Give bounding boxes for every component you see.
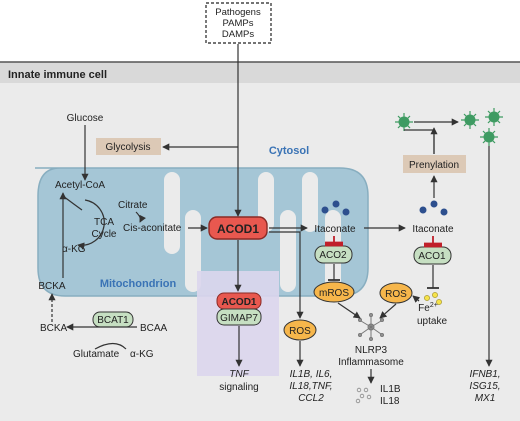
bcaa-label: BCAA	[140, 323, 168, 334]
mito-crista-1	[164, 172, 180, 254]
fe-symbol: Fe	[418, 303, 430, 314]
arrow-fe-to-ros	[412, 295, 421, 303]
fe-uptake-label-2: uptake	[417, 316, 447, 327]
arrow-mros-to-nlrp3	[337, 302, 361, 319]
acod1-box-label: ACOD1	[221, 297, 256, 308]
isg-label-2: ISG15,	[469, 381, 500, 392]
virus-icon-4	[480, 128, 498, 146]
cell-header-band	[0, 62, 520, 83]
aco1-label: ACO1	[418, 251, 446, 262]
bcka-mito-label: BCKA	[38, 281, 66, 292]
isg-label-1: IFNB1,	[469, 369, 500, 380]
gimap7-box	[216, 308, 262, 326]
mito-crista-4	[280, 210, 296, 292]
arrow-citrate-to-cisaconitate	[135, 211, 147, 223]
arrow-acod1-to-ros	[269, 231, 304, 319]
nlrp3-inflammasome-icon	[358, 313, 384, 341]
tnf-label-1: TNF	[229, 369, 249, 380]
itaconate-dots-icon-2	[419, 200, 448, 216]
virus-icon-3	[485, 108, 503, 126]
citrate-label: Citrate	[118, 200, 148, 211]
il18-label: IL18	[380, 396, 400, 407]
tca-label-2: Cycle	[91, 229, 116, 240]
akg-label: α-KG	[62, 244, 86, 255]
ros-badge-2	[379, 282, 413, 304]
acod1-main-box	[208, 216, 268, 240]
bcka-label: BCKA	[40, 323, 68, 334]
pathway-arrows	[48, 44, 493, 384]
cytokines-label-2: IL18,TNF,	[289, 381, 332, 392]
itaconate-1-label: Itaconate	[314, 224, 356, 235]
stimulus-label-2: PAMPs	[223, 18, 254, 29]
mros-label: mROS	[319, 288, 349, 299]
cell-title: Innate immune cell	[8, 69, 107, 81]
stimulus-label-3: DAMPs	[222, 29, 254, 40]
prenylation-label: Prenylation	[409, 160, 459, 171]
glycolysis-box	[96, 138, 161, 155]
cytokine-dots-icon	[355, 387, 372, 404]
itaconate-dots-icon-1	[321, 200, 350, 216]
virus-icon-1	[395, 113, 413, 131]
fe-dots-icon	[424, 292, 442, 305]
itaconate-2-label: Itaconate	[412, 224, 454, 235]
prenylation-box	[403, 155, 466, 173]
gimap7-label: GIMAP7	[220, 313, 258, 324]
arrow-ros-to-nlrp3	[379, 303, 397, 319]
fe-superscript: 2+	[430, 302, 438, 309]
mros-badge	[313, 281, 355, 303]
inhibition-lines	[325, 236, 442, 248]
stimulus-label-1: Pathogens	[215, 7, 261, 18]
nlrp3-label-1: NLRP3	[355, 345, 388, 356]
fe-uptake-label-1: Fe2+	[418, 302, 438, 314]
cis-aconitate-label: Cis-aconitate	[123, 223, 182, 234]
acetyl-coa-label: Acetyl-CoA	[55, 180, 105, 191]
cytokines-label-3: CCL2	[298, 393, 324, 404]
ros-badge-1	[283, 319, 317, 341]
cytosol-label: Cytosol	[269, 145, 309, 157]
ros-label-2: ROS	[385, 289, 407, 300]
il1b-label: IL1B	[380, 384, 401, 395]
aco2-label: ACO2	[319, 250, 347, 261]
glutamate-label: Glutamate	[73, 349, 120, 360]
acod1-main-label: ACOD1	[217, 222, 259, 236]
cytokines-label-1: IL1B, IL6,	[290, 369, 333, 380]
arrow-glutamate-akg-cycle	[94, 342, 127, 350]
bcat1-label: BCAT1	[97, 315, 129, 326]
isg-label-3: MX1	[475, 393, 496, 404]
akg-to-tca	[62, 195, 83, 211]
stimulus-box	[205, 2, 272, 44]
akg-2-label: α-KG	[130, 349, 154, 360]
virus-icon-2	[461, 111, 479, 129]
nlrp3-label-2: Inflammasome	[338, 357, 404, 368]
glycolysis-label: Glycolysis	[105, 142, 150, 153]
tnf-label-2: signaling	[219, 382, 258, 393]
black-inhibition-lines	[328, 264, 439, 289]
tca-cycle-loop	[77, 199, 105, 250]
glucose-label: Glucose	[67, 113, 104, 124]
ros-label-1: ROS	[289, 326, 311, 337]
mito-crista-5	[302, 172, 318, 232]
mitochondrion-label: Mitochondrion	[100, 278, 177, 290]
